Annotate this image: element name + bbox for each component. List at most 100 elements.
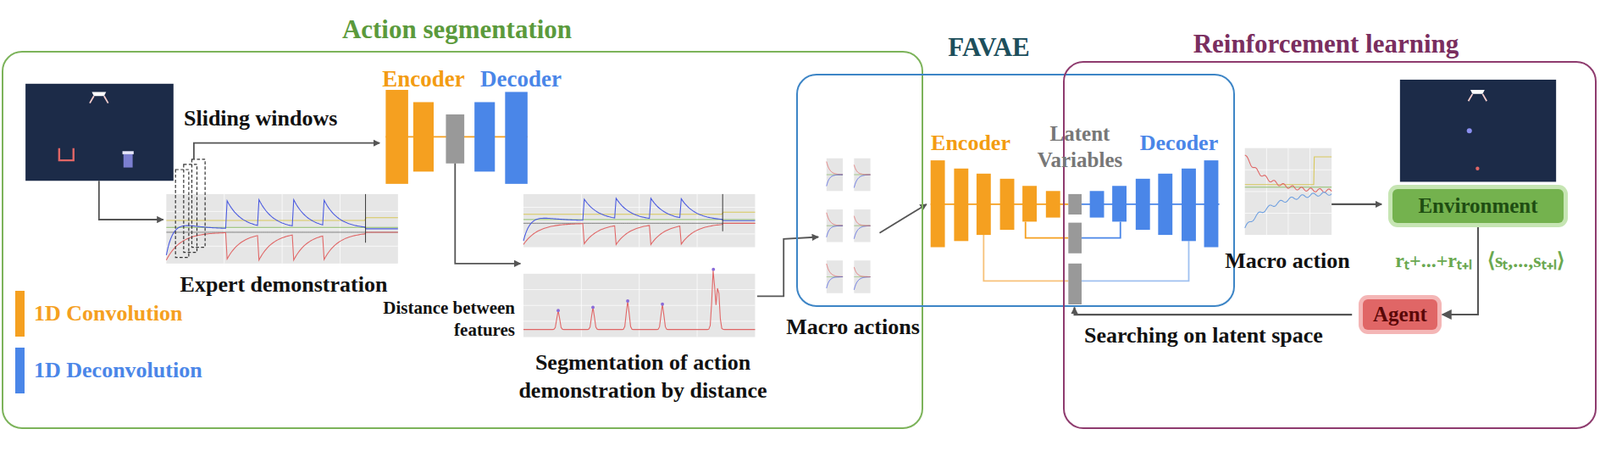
- plot-line: [166, 217, 398, 221]
- rl-region: EnvironmentAgentReinforcement learning: [1062, 60, 1597, 429]
- shape: [523, 193, 755, 248]
- shape: [523, 273, 755, 338]
- shape: [413, 101, 434, 172]
- shape: [953, 168, 969, 242]
- box-text: Agent: [1373, 301, 1428, 327]
- arrow-line: [1081, 240, 1189, 281]
- favae-region: FAVAE: [796, 73, 1235, 307]
- label-text: Decoder: [465, 65, 576, 95]
- plot-line: [523, 222, 755, 224]
- arrow-line: [523, 220, 755, 222]
- shape: [1068, 263, 1082, 305]
- plot-line: [853, 276, 870, 290]
- plot-line: [523, 270, 755, 329]
- shape: [1135, 178, 1151, 230]
- plot-line: [1245, 192, 1332, 228]
- shape: [826, 158, 843, 192]
- arrow-line: [1309, 148, 1311, 235]
- label-text: Decoder: [1128, 129, 1230, 158]
- legend-swatch: [15, 347, 25, 394]
- shape: [504, 91, 528, 183]
- shape: [853, 158, 870, 192]
- shape: [1245, 148, 1332, 235]
- arrow-line: [193, 143, 380, 160]
- plot-line: [826, 225, 843, 237]
- plot-line: [853, 164, 870, 175]
- shape: [1068, 222, 1082, 254]
- plot-line: [826, 174, 843, 186]
- plot-line: [523, 222, 755, 244]
- arrow-line: [757, 236, 819, 296]
- arrow-line: [983, 234, 1069, 281]
- shape: [175, 169, 189, 258]
- label-text: Encoder: [368, 65, 479, 95]
- arrow-line: [99, 180, 164, 220]
- label-text: Expert demonstration: [143, 271, 424, 299]
- arrow-line: [1081, 221, 1121, 238]
- arrow-line: [523, 232, 755, 234]
- shape: [826, 209, 843, 243]
- shape: [191, 159, 205, 248]
- arrow-line: [1025, 221, 1069, 238]
- arrow-line: [1074, 307, 1353, 315]
- shape: [122, 150, 134, 155]
- arrow-line: [89, 95, 95, 103]
- shape: [1204, 160, 1219, 247]
- gripper: [91, 91, 106, 96]
- shape: [445, 114, 465, 164]
- label-text: Macro actions: [764, 313, 942, 342]
- plot-line: [1245, 155, 1332, 193]
- arrow-line: [1482, 94, 1487, 101]
- label-text: Macro action: [1223, 247, 1351, 276]
- gripper: [1470, 89, 1485, 95]
- agent-box: Agent: [1362, 298, 1438, 330]
- label-text: Distance between features: [360, 296, 515, 342]
- shape: [183, 164, 198, 253]
- label-text: Encoder: [915, 129, 1026, 158]
- arrow-line: [1468, 94, 1473, 101]
- arrow-line: [59, 148, 74, 161]
- shape: [1068, 193, 1082, 215]
- target-dot: [1475, 166, 1479, 171]
- environment-box: Environment: [1392, 188, 1563, 223]
- label-text: rₜ+...+rₜ₊ₗ: [1340, 247, 1473, 273]
- shape: [1090, 190, 1105, 217]
- region-title: Action segmentation: [337, 14, 577, 45]
- region-title: Reinforcement learning: [1188, 28, 1465, 60]
- plot-line: [826, 212, 843, 226]
- plot-line: [853, 225, 870, 239]
- shape: [853, 260, 870, 294]
- arrow-line: [166, 245, 398, 247]
- label-text: Sliding windows: [183, 105, 396, 133]
- arrow-line: [697, 193, 698, 248]
- arrow-line: [1245, 190, 1332, 192]
- plot-line: [523, 211, 755, 215]
- shape: [826, 260, 843, 294]
- shape: [1022, 185, 1037, 222]
- plot-line: [853, 215, 870, 227]
- plot-line: [166, 232, 398, 261]
- arrow-line: [879, 204, 926, 233]
- shape: [385, 89, 409, 184]
- shape: [123, 154, 133, 168]
- shape: [1046, 190, 1061, 217]
- shape: [166, 193, 398, 264]
- plot-line: [523, 198, 755, 241]
- plot-line: [826, 263, 843, 277]
- plot-line: [826, 276, 843, 288]
- plot-line: [826, 161, 843, 175]
- region-title: FAVAE: [942, 32, 1035, 63]
- arrow-line: [697, 273, 698, 338]
- plot-line: [853, 266, 870, 277]
- peak-dot: [591, 305, 595, 310]
- arrow-line: [166, 227, 398, 229]
- arrow-line: [1331, 203, 1382, 205]
- box-text: Environment: [1417, 193, 1538, 219]
- label-text: Searching on latent space: [1084, 321, 1373, 350]
- shape: [1181, 168, 1196, 242]
- arrow-line: [339, 193, 341, 264]
- legend-swatch: [15, 290, 25, 337]
- legend-entry: 1D Deconvolution: [13, 347, 268, 394]
- label-text: Segmentation of action demonstration by …: [473, 348, 813, 405]
- arrow-line: [722, 193, 724, 232]
